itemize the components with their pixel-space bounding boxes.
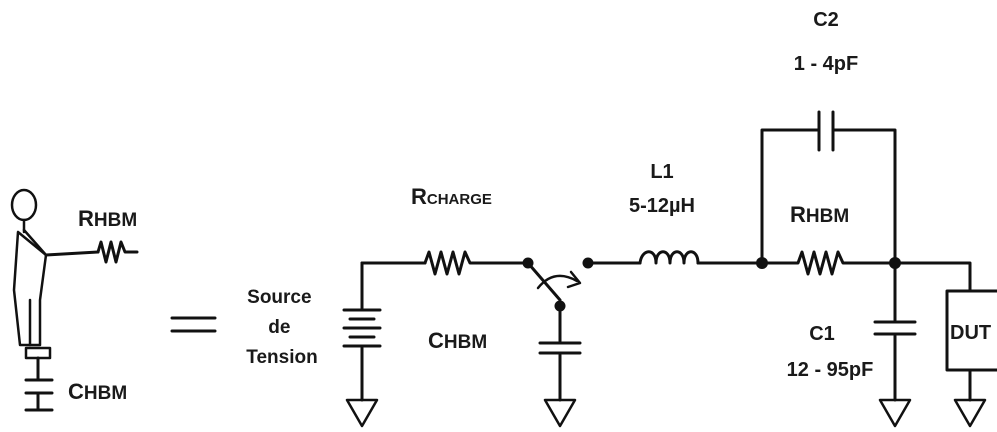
resistor-rcharge <box>423 250 530 276</box>
capacitor-chbm-middle <box>538 304 582 428</box>
resistor-rhbm-left <box>96 240 139 264</box>
capacitor-c2 <box>760 110 897 265</box>
switch <box>522 257 594 312</box>
label-dut: DUT <box>950 322 991 344</box>
capacitor-c1 <box>873 261 917 428</box>
label-rhbm-left: RHBM <box>78 206 137 231</box>
label-chbm-left: CHBM <box>68 379 127 404</box>
label-c1-value: 12 - 95pF <box>787 359 874 381</box>
label-chbm-middle: CHBM <box>428 328 487 353</box>
human-figure <box>10 188 100 412</box>
label-l1-name: L1 <box>650 161 673 183</box>
label-source: Source de Tension <box>246 287 317 368</box>
label-l1-value: 5-12µH <box>629 195 695 217</box>
label-rcharge: RCHARGE <box>411 184 492 209</box>
dut-block <box>893 261 997 428</box>
battery-voltage-source <box>342 261 382 428</box>
label-c2-value: 1 - 4pF <box>794 53 858 75</box>
resistor-rhbm-right <box>760 250 897 276</box>
label-rhbm-right: RHBM <box>790 202 849 227</box>
label-c2-name: C2 <box>813 9 839 31</box>
label-c1-name: C1 <box>809 323 835 345</box>
equals-sign <box>170 316 217 333</box>
inductor-l1 <box>638 250 764 265</box>
